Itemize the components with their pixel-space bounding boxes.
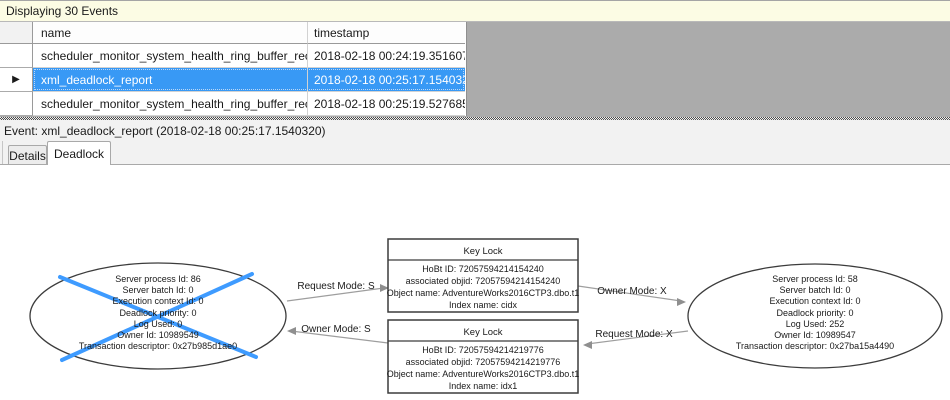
event-timestamp-cell[interactable]: 2018-02-18 00:25:17.1540320 [308,68,465,92]
svg-text:Server batch Id: 0: Server batch Id: 0 [122,285,193,295]
row-selector-cell[interactable]: ▶ [0,68,33,92]
arrowhead-right-icon [677,298,686,306]
svg-text:Server process Id: 58: Server process Id: 58 [772,274,858,284]
svg-text:Key Lock: Key Lock [463,246,502,257]
event-detail-pane: Event: xml_deadlock_report (2018-02-18 0… [0,120,950,400]
edge-owner-x [577,285,686,306]
edge-label-request-x: Request Mode: X [595,329,673,340]
events-grid: name timestamp scheduler_monitor_system_… [0,22,467,116]
svg-text:Owner Id: 10989549: Owner Id: 10989549 [117,330,199,340]
column-header-name[interactable]: name [33,22,308,44]
row-selector-cell[interactable] [0,44,33,68]
victim-x-icon [60,272,254,362]
event-timestamp-cell[interactable]: 2018-02-18 00:24:19.3516078 [308,44,465,68]
detail-tabstrip: Details Deadlock [0,141,950,165]
arrowhead-right-icon [380,284,389,292]
edge-request-s [286,284,389,302]
edge-label-request-s: Request Mode: S [297,281,375,292]
resource-node-bottom-keylock[interactable]: Key Lock HoBt ID: 72057594214219776 asso… [387,319,579,394]
svg-text:Deadlock priority: 0: Deadlock priority: 0 [776,308,853,318]
svg-text:HoBt ID: 72057594214219776: HoBt ID: 72057594214219776 [422,345,544,355]
edge-label-owner-s: Owner Mode: S [301,324,371,335]
edge-request-x [583,330,689,349]
grid-header-row: name timestamp [0,22,466,44]
tab-deadlock[interactable]: Deadlock [47,141,111,165]
svg-text:Key Lock: Key Lock [463,327,502,338]
edge-owner-s [287,327,389,344]
svg-text:Server batch Id: 0: Server batch Id: 0 [779,285,850,295]
events-grid-area: name timestamp scheduler_monitor_system_… [0,22,950,117]
table-row[interactable]: scheduler_monitor_system_health_ring_buf… [0,44,466,68]
svg-text:Execution context Id: 0: Execution context Id: 0 [112,296,203,306]
svg-text:Log Used: 252: Log Used: 252 [786,319,845,329]
row-selector-cell[interactable] [0,92,33,116]
svg-text:Index name: cidx: Index name: cidx [449,300,518,310]
pane-splitter[interactable] [0,117,950,120]
tab-details[interactable]: Details [8,145,47,165]
events-count-label: Displaying 30 Events [6,4,119,18]
svg-text:Server process Id: 86: Server process Id: 86 [115,274,201,284]
event-timestamp-cell[interactable]: 2018-02-18 00:25:19.5276859 [308,92,465,116]
svg-text:Object name: AdventureWorks201: Object name: AdventureWorks2016CTP3.dbo.… [387,369,579,379]
svg-text:Execution context Id: 0: Execution context Id: 0 [769,296,860,306]
arrowhead-left-icon [287,327,296,335]
svg-text:Index name: idx1: Index name: idx1 [449,381,518,391]
event-name-cell[interactable]: xml_deadlock_report [33,68,308,92]
events-count-bar: Displaying 30 Events [0,0,950,22]
event-name-cell[interactable]: scheduler_monitor_system_health_ring_buf… [33,44,308,68]
svg-text:Deadlock priority: 0: Deadlock priority: 0 [119,308,196,318]
resource-node-top-keylock[interactable]: Key Lock HoBt ID: 72057594214154240 asso… [387,238,579,313]
svg-text:HoBt ID: 72057594214154240: HoBt ID: 72057594214154240 [422,264,544,274]
column-header-timestamp[interactable]: timestamp [308,22,465,44]
deadlock-graph-panel: Request Mode: S Owner Mode: S Owner Mode… [0,164,950,400]
table-row[interactable]: scheduler_monitor_system_health_ring_buf… [0,92,466,116]
svg-text:Log Used: 0: Log Used: 0 [134,319,183,329]
row-selector-arrow-icon: ▶ [12,73,20,85]
event-name-cell[interactable]: scheduler_monitor_system_health_ring_buf… [33,92,308,116]
svg-text:Object name: AdventureWorks201: Object name: AdventureWorks2016CTP3.dbo.… [387,288,579,298]
process-node-left[interactable]: Server process Id: 86 Server batch Id: 0… [29,262,287,370]
svg-text:Transaction descriptor: 0x27b9: Transaction descriptor: 0x27b985d1ae0 [79,341,237,351]
grid-corner-cell [0,22,33,44]
svg-text:Owner Id: 10989547: Owner Id: 10989547 [774,330,856,340]
svg-text:associated objid: 720575942141: associated objid: 72057594214154240 [406,276,561,286]
deadlock-graph: Request Mode: S Owner Mode: S Owner Mode… [29,238,943,394]
selected-event-label: Event: xml_deadlock_report (2018-02-18 0… [4,123,326,138]
arrowhead-left-icon [583,341,592,349]
svg-text:associated objid: 720575942142: associated objid: 72057594214219776 [406,357,561,367]
edge-label-owner-x: Owner Mode: X [597,286,667,297]
svg-text:Transaction descriptor: 0x27ba: Transaction descriptor: 0x27ba15a4490 [736,341,894,351]
process-node-right[interactable]: Server process Id: 58 Server batch Id: 0… [687,263,943,369]
table-row-selected[interactable]: ▶ xml_deadlock_report 2018-02-18 00:25:1… [0,68,466,92]
selected-event-bar: Event: xml_deadlock_report (2018-02-18 0… [0,120,950,141]
